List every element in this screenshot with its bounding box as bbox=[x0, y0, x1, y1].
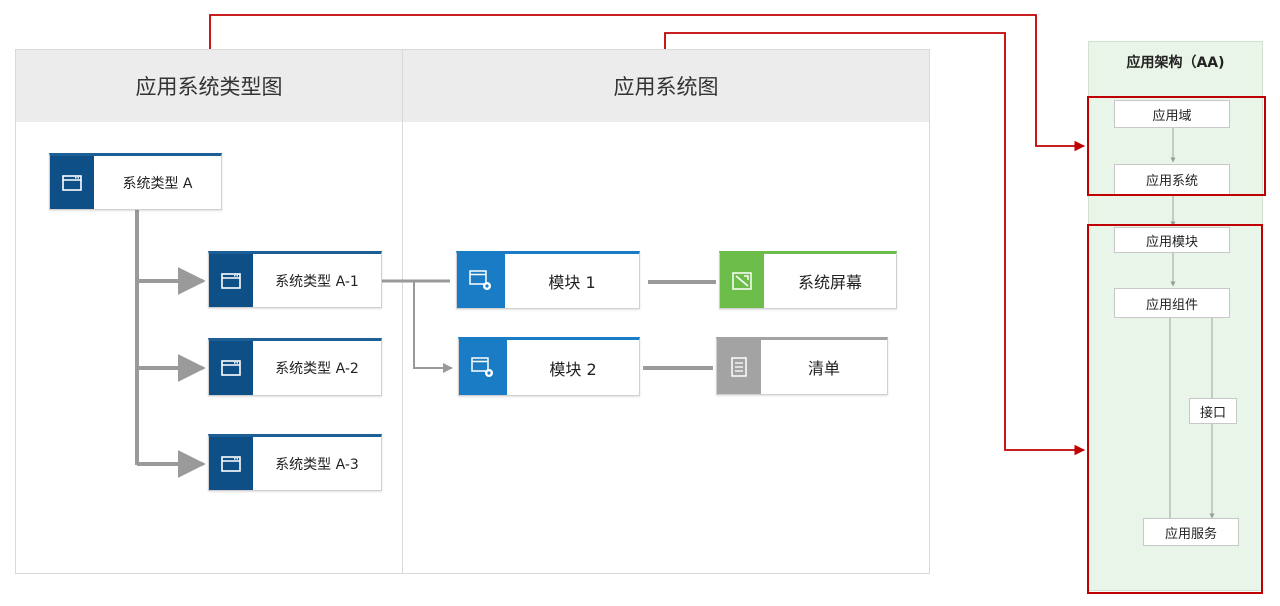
aa-frame-domain-system bbox=[1087, 96, 1266, 196]
window-icon bbox=[50, 156, 94, 209]
panel-divider bbox=[402, 50, 403, 573]
mapping-line-type-diagram bbox=[209, 14, 1086, 152]
window-icon bbox=[209, 437, 253, 490]
node-system-type-a[interactable]: 系统类型 A bbox=[49, 153, 222, 210]
node-system-type-a2[interactable]: 系统类型 A-2 bbox=[208, 338, 382, 396]
node-system-type-a3[interactable]: 系统类型 A-3 bbox=[208, 434, 382, 491]
system-diagram-title: 应用系统图 bbox=[613, 75, 719, 99]
aa-application-service[interactable]: 应用服务 bbox=[1143, 518, 1239, 546]
node-label: 清单 bbox=[807, 359, 840, 378]
screen-icon bbox=[720, 254, 764, 308]
window-icon bbox=[209, 341, 253, 395]
module-icon bbox=[459, 340, 507, 395]
node-label: 系统类型 A-3 bbox=[275, 456, 359, 473]
node-label: 系统类型 A-1 bbox=[275, 273, 359, 290]
aa-title: 应用架构（AA) bbox=[1126, 55, 1225, 71]
node-system-screen[interactable]: 系统屏幕 bbox=[719, 251, 897, 309]
type-diagram-title: 应用系统类型图 bbox=[135, 75, 283, 99]
type-diagram-header: 应用系统类型图 bbox=[16, 50, 402, 122]
module-icon bbox=[457, 254, 505, 308]
node-list[interactable]: 清单 bbox=[716, 337, 888, 395]
mapping-line-system-diagram bbox=[664, 32, 1086, 456]
arrow-to-module2 bbox=[413, 281, 453, 373]
node-label: 系统类型 A-2 bbox=[275, 361, 359, 377]
aa-frame-module-service bbox=[1087, 224, 1263, 594]
window-icon bbox=[209, 254, 253, 307]
node-module-1[interactable]: 模块 1 bbox=[456, 251, 640, 309]
list-icon bbox=[717, 340, 761, 394]
node-label: 系统屏幕 bbox=[797, 273, 862, 292]
aa-application-module[interactable]: 应用模块 bbox=[1114, 227, 1230, 253]
aa-application-system[interactable]: 应用系统 bbox=[1114, 164, 1230, 195]
node-label: 模块 2 bbox=[549, 359, 597, 379]
diagram-panel bbox=[15, 49, 930, 574]
aa-interface[interactable]: 接口 bbox=[1189, 398, 1237, 424]
node-module-2[interactable]: 模块 2 bbox=[458, 337, 640, 396]
aa-application-component[interactable]: 应用组件 bbox=[1114, 288, 1230, 318]
node-label: 系统类型 A bbox=[122, 175, 193, 192]
system-diagram-header: 应用系统图 bbox=[403, 50, 929, 122]
node-system-type-a1[interactable]: 系统类型 A-1 bbox=[208, 251, 382, 308]
aa-application-domain[interactable]: 应用域 bbox=[1114, 100, 1230, 128]
node-label: 模块 1 bbox=[548, 273, 596, 292]
